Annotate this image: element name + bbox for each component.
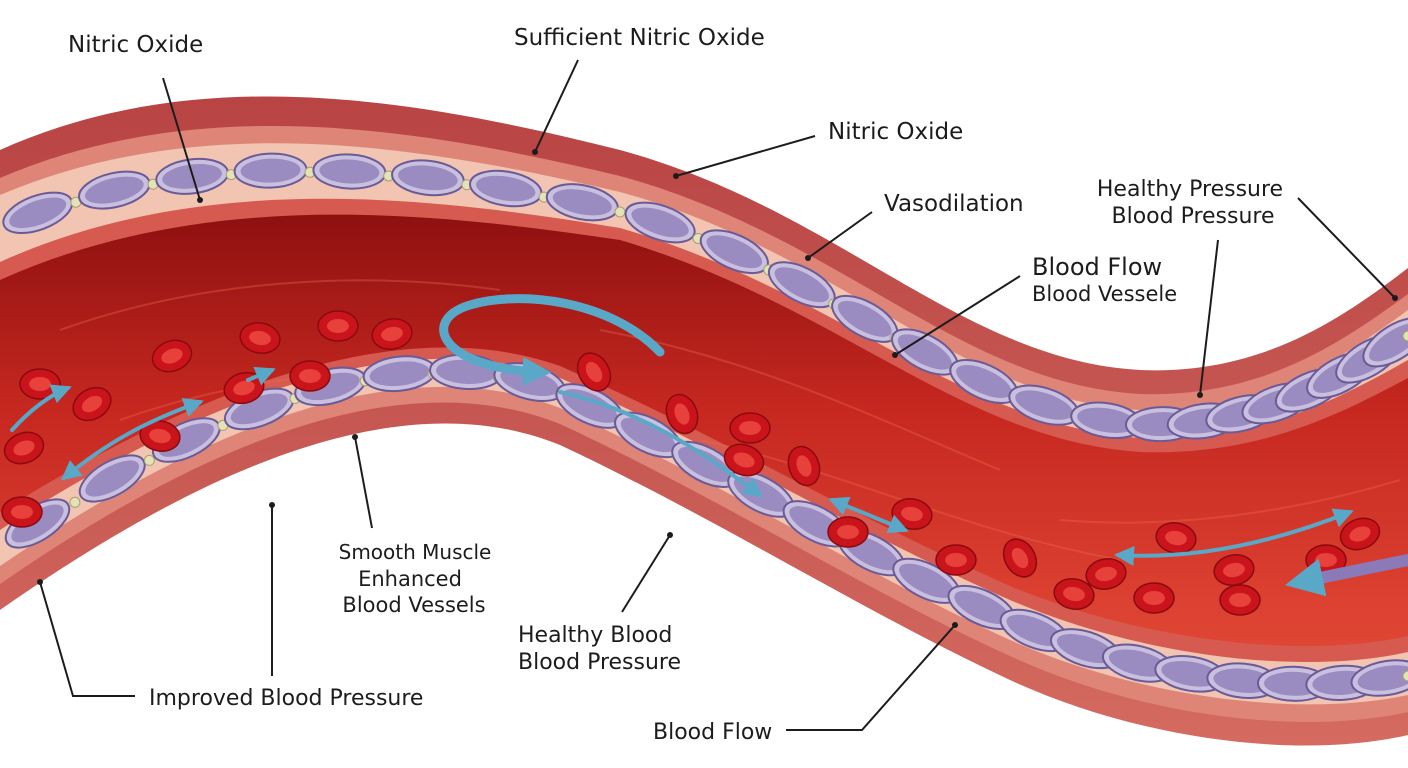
muscle-cell-top-8: [624, 201, 696, 244]
red-blood-cell-11: [576, 352, 612, 392]
red-blood-cell-13: [729, 412, 771, 444]
label-blood-flow-line2: Blood Vessele: [1032, 282, 1177, 306]
muscle-cell-bottom-23: [1350, 659, 1408, 697]
label-smooth-muscle-line3: Blood Vessels: [342, 593, 485, 617]
muscle-cell-top-10: [767, 261, 836, 309]
leader-healthy-pressure-b: [1297, 197, 1396, 299]
flow-arrow-left-2: [10, 384, 72, 432]
red-blood-cell-10: [1, 496, 43, 528]
label-smooth-muscle-line1: Smooth Muscle: [339, 540, 492, 564]
label-blood-flow-bottom: Blood Flow: [653, 720, 772, 745]
red-blood-cell-18: [935, 544, 977, 576]
flow-arrow-curl: [439, 294, 665, 386]
leader-improved-blood-pressure-a: [39, 581, 135, 697]
leader-smooth-muscle: [354, 436, 373, 529]
red-blood-cell-19: [1002, 538, 1038, 578]
red-blood-cell-20: [1053, 578, 1095, 610]
red-blood-cell-0: [317, 310, 359, 342]
flow-arrows: [10, 294, 1408, 597]
diagram-labels: Nitric Oxide Sufficient Nitric Oxide Nit…: [68, 25, 1283, 745]
muscle-cell-top-0: [2, 191, 74, 234]
muscle-cell-top-5: [391, 159, 465, 197]
muscle-cell-top-23: [1362, 317, 1408, 368]
label-healthy-pressure-line1: Healthy Pressure: [1097, 177, 1283, 202]
muscle-cell-bottom-granule-2: [143, 454, 155, 466]
flow-arrow-purple: [1284, 554, 1408, 597]
label-healthy-blood-line2: Blood Pressure: [518, 650, 681, 675]
muscle-cells-top: [2, 152, 1408, 443]
muscle-cell-top-3: [233, 152, 308, 189]
label-healthy-pressure-line2: Blood Pressure: [1111, 204, 1274, 229]
flow-arrow-long: [558, 390, 764, 498]
leader-nitric-oxide-right: [675, 135, 816, 177]
muscle-cell-bottom-granule-1: [69, 496, 81, 508]
leader-sufficient-nitric-oxide: [534, 59, 579, 153]
muscle-cell-top-6: [469, 169, 543, 208]
label-sufficient-nitric-oxide: Sufficient Nitric Oxide: [514, 25, 765, 51]
muscle-cell-top-7: [545, 183, 619, 222]
leader-blood-flow-bottom: [786, 624, 956, 731]
red-blood-cell-3: [239, 322, 281, 354]
muscle-cell-bottom-10: [671, 440, 739, 488]
muscle-cell-top-14: [1008, 384, 1080, 426]
leader-lines: [39, 59, 1396, 731]
muscle-cell-bottom-granule-24: [1402, 670, 1408, 682]
label-blood-flow-line1: Blood Flow: [1032, 253, 1162, 281]
red-blood-cell-12: [665, 393, 699, 435]
muscle-cell-top-granule-24: [1402, 330, 1408, 342]
red-blood-cell-1: [371, 318, 413, 350]
muscle-cell-top-1: [78, 170, 151, 210]
leader-healthy-pressure-a: [1199, 239, 1219, 396]
flow-arrow-left-1: [60, 398, 204, 481]
muscle-cell-top-granule-8: [614, 206, 626, 218]
label-improved-blood-pressure: Improved Blood Pressure: [149, 686, 423, 711]
leader-blood-flow-top: [894, 275, 1021, 356]
leader-vasodilation: [807, 211, 873, 259]
muscle-cell-top-15: [1070, 401, 1144, 439]
red-blood-cell-21: [1085, 558, 1127, 590]
leader-nitric-oxide-top-left: [162, 77, 201, 201]
red-blood-cell-15: [787, 445, 821, 487]
flow-arrow-mid: [828, 496, 909, 534]
flow-arrow-small: [246, 366, 276, 386]
label-nitric-oxide-top-left: Nitric Oxide: [68, 32, 203, 58]
leader-dots: [37, 149, 1398, 628]
red-blood-cell-2: [151, 339, 193, 373]
red-blood-cell-16: [827, 516, 869, 548]
red-blood-cell-22: [1133, 582, 1175, 614]
red-blood-cell-9: [3, 431, 45, 465]
muscle-cell-top-4: [312, 153, 387, 190]
label-healthy-blood-line1: Healthy Blood: [518, 623, 672, 648]
label-vasodilation: Vasodilation: [884, 191, 1024, 217]
red-blood-cell-14: [723, 443, 765, 477]
red-blood-cell-4: [289, 360, 331, 392]
label-smooth-muscle-line2: Enhanced: [358, 567, 462, 591]
flow-arrow-right: [1114, 508, 1354, 566]
red-blood-cell-23: [1219, 584, 1261, 616]
label-nitric-oxide-right: Nitric Oxide: [828, 119, 963, 145]
leader-healthy-blood: [621, 534, 671, 613]
